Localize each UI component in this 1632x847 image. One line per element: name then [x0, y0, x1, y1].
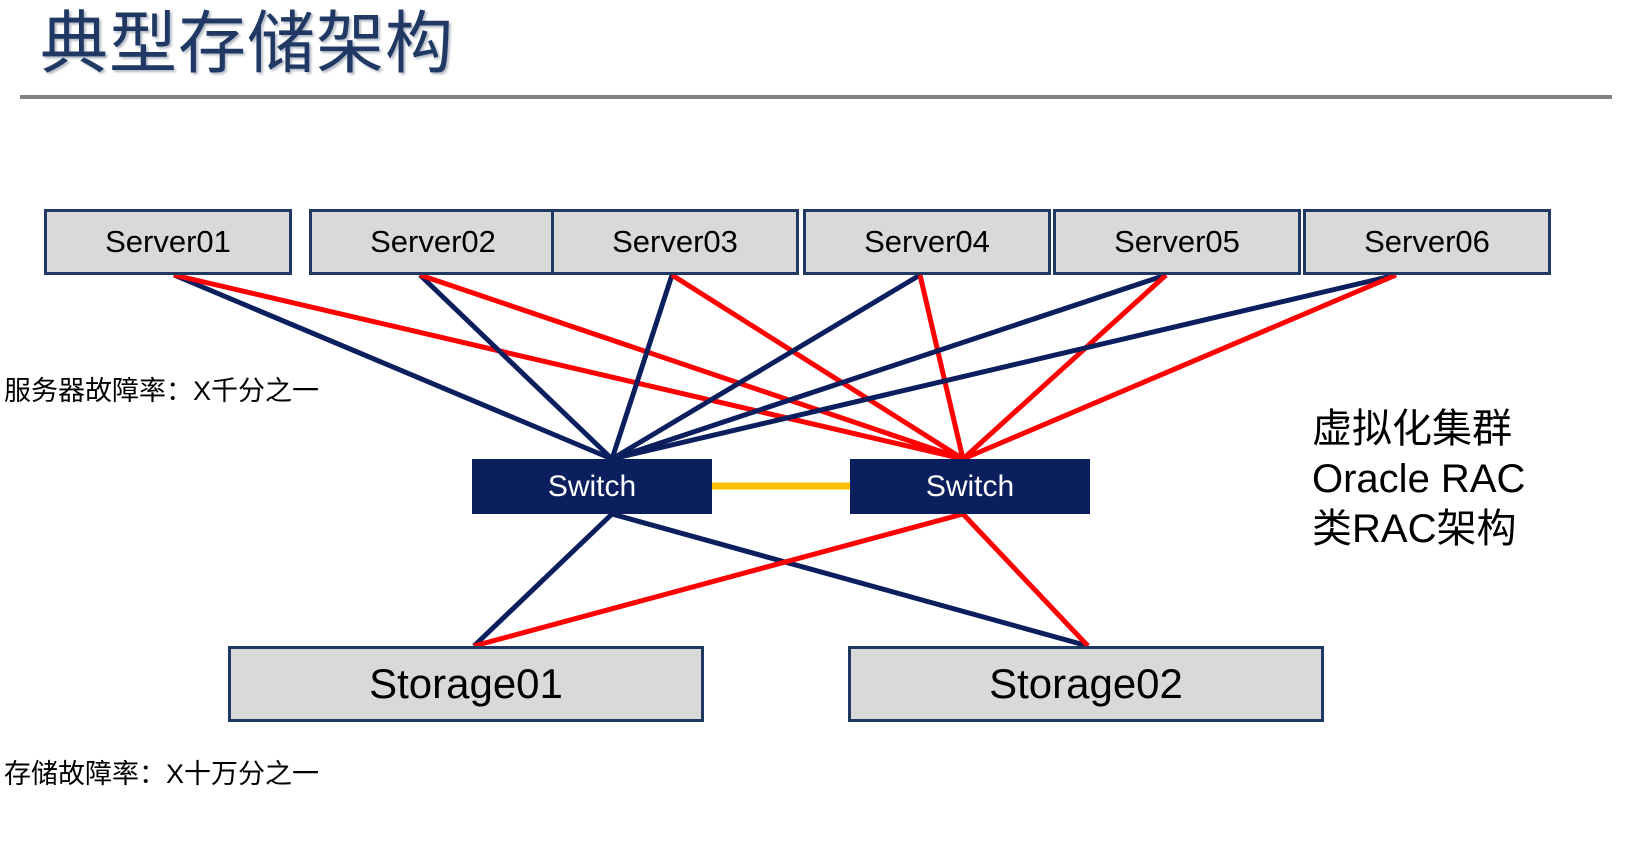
link-server-1-to-switch-right	[173, 272, 964, 462]
link-server-3-to-switch-left	[609, 274, 675, 460]
cluster-note-line-1: 虚拟化集群	[1312, 407, 1512, 451]
link-switch-right-to-storage-02	[961, 512, 1090, 648]
link-server-2-to-switch-left	[418, 273, 614, 461]
link-server-6-to-switch-right	[962, 272, 1397, 462]
node-label: Switch	[547, 469, 637, 503]
node-server-06[interactable]: Server06	[1303, 209, 1551, 275]
link-server-1-to-switch-left	[173, 272, 613, 462]
link-server-6-to-switch-left	[611, 272, 1397, 462]
node-label: Server06	[1364, 224, 1490, 259]
cluster-note-line-3: 类RAC架构	[1312, 507, 1517, 551]
node-label: Server03	[612, 224, 738, 259]
node-server-01[interactable]: Server01	[44, 209, 292, 275]
link-server-5-to-switch-left	[611, 272, 1167, 462]
link-server-2-to-switch-right	[419, 272, 964, 462]
node-switch-right[interactable]: Switch	[850, 459, 1090, 514]
node-server-05[interactable]: Server05	[1053, 209, 1301, 275]
page-title: 典型存储架构	[40, 6, 455, 82]
node-label: Storage02	[989, 660, 1183, 707]
note-cluster-architecture: 虚拟化集群 Oracle RAC 类RAC架构	[1312, 404, 1525, 554]
link-server-3-to-switch-right	[670, 272, 965, 462]
link-server-4-to-switch-right	[917, 274, 966, 460]
node-storage-01[interactable]: Storage01	[228, 646, 704, 722]
cluster-note-line-2: Oracle RAC	[1312, 457, 1526, 501]
connection-lines	[173, 272, 1397, 649]
node-label: Storage01	[369, 660, 563, 707]
node-server-04[interactable]: Server04	[803, 209, 1051, 275]
node-label: Server02	[370, 224, 496, 259]
note-storage-failure-rate: 存储故障率：X十万分之一	[4, 759, 320, 789]
note-server-failure-rate: 服务器故障率：X千分之一	[4, 376, 320, 406]
link-switch-right-to-storage-01	[473, 511, 964, 649]
title-divider	[20, 95, 1612, 99]
link-switch-left-to-storage-01	[472, 512, 614, 648]
link-server-5-to-switch-right	[961, 273, 1168, 461]
link-server-4-to-switch-left	[610, 272, 922, 462]
link-switch-left-to-storage-02	[611, 511, 1089, 649]
node-switch-left[interactable]: Switch	[472, 459, 712, 514]
node-server-02[interactable]: Server02	[309, 209, 557, 275]
node-label: Server01	[105, 224, 231, 259]
node-server-03[interactable]: Server03	[551, 209, 799, 275]
node-storage-02[interactable]: Storage02	[848, 646, 1324, 722]
node-label: Switch	[925, 469, 1015, 503]
node-label: Server04	[864, 224, 990, 259]
node-label: Server05	[1114, 224, 1240, 259]
